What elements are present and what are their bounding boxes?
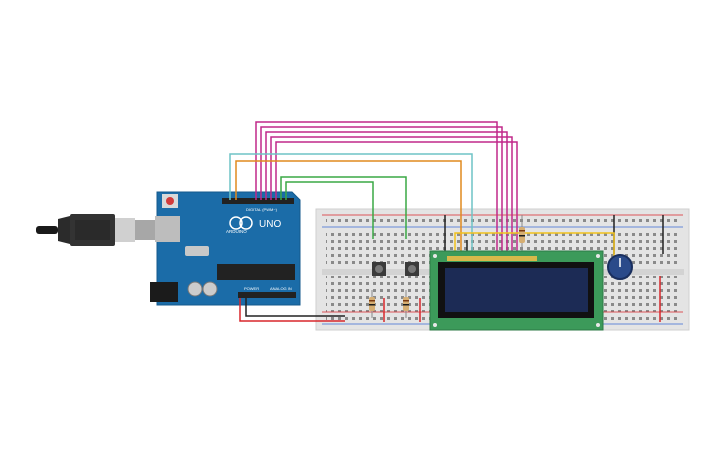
power-label: POWER: [244, 286, 259, 291]
usb-port: [155, 216, 180, 242]
resistor-3: [519, 215, 525, 254]
usb-cable: [36, 214, 157, 246]
analog-label: ANALOG IN: [270, 286, 292, 291]
pushbutton-2: [405, 262, 419, 276]
resistor-2: [403, 290, 409, 318]
lcd-16x2: [429, 250, 604, 331]
board-brand-label: ARDUINO: [226, 229, 247, 234]
atmega-chip: [217, 264, 295, 280]
pushbutton-1: [372, 262, 386, 276]
arduino-uno-board: UNO ARDUINO DIGITAL (PWM~) POWER ANALOG …: [150, 191, 301, 306]
dc-jack: [150, 282, 178, 302]
resistor-1: [369, 290, 375, 318]
power-wires: [239, 215, 664, 322]
digital-header-label: DIGITAL (PWM~): [246, 207, 278, 212]
digital-header: [222, 198, 294, 204]
board-model-label: UNO: [259, 219, 281, 230]
power-analog-header: [238, 292, 296, 298]
signal-wires: [229, 121, 518, 254]
lcd-screen: [445, 268, 588, 312]
potentiometer: [607, 254, 633, 280]
